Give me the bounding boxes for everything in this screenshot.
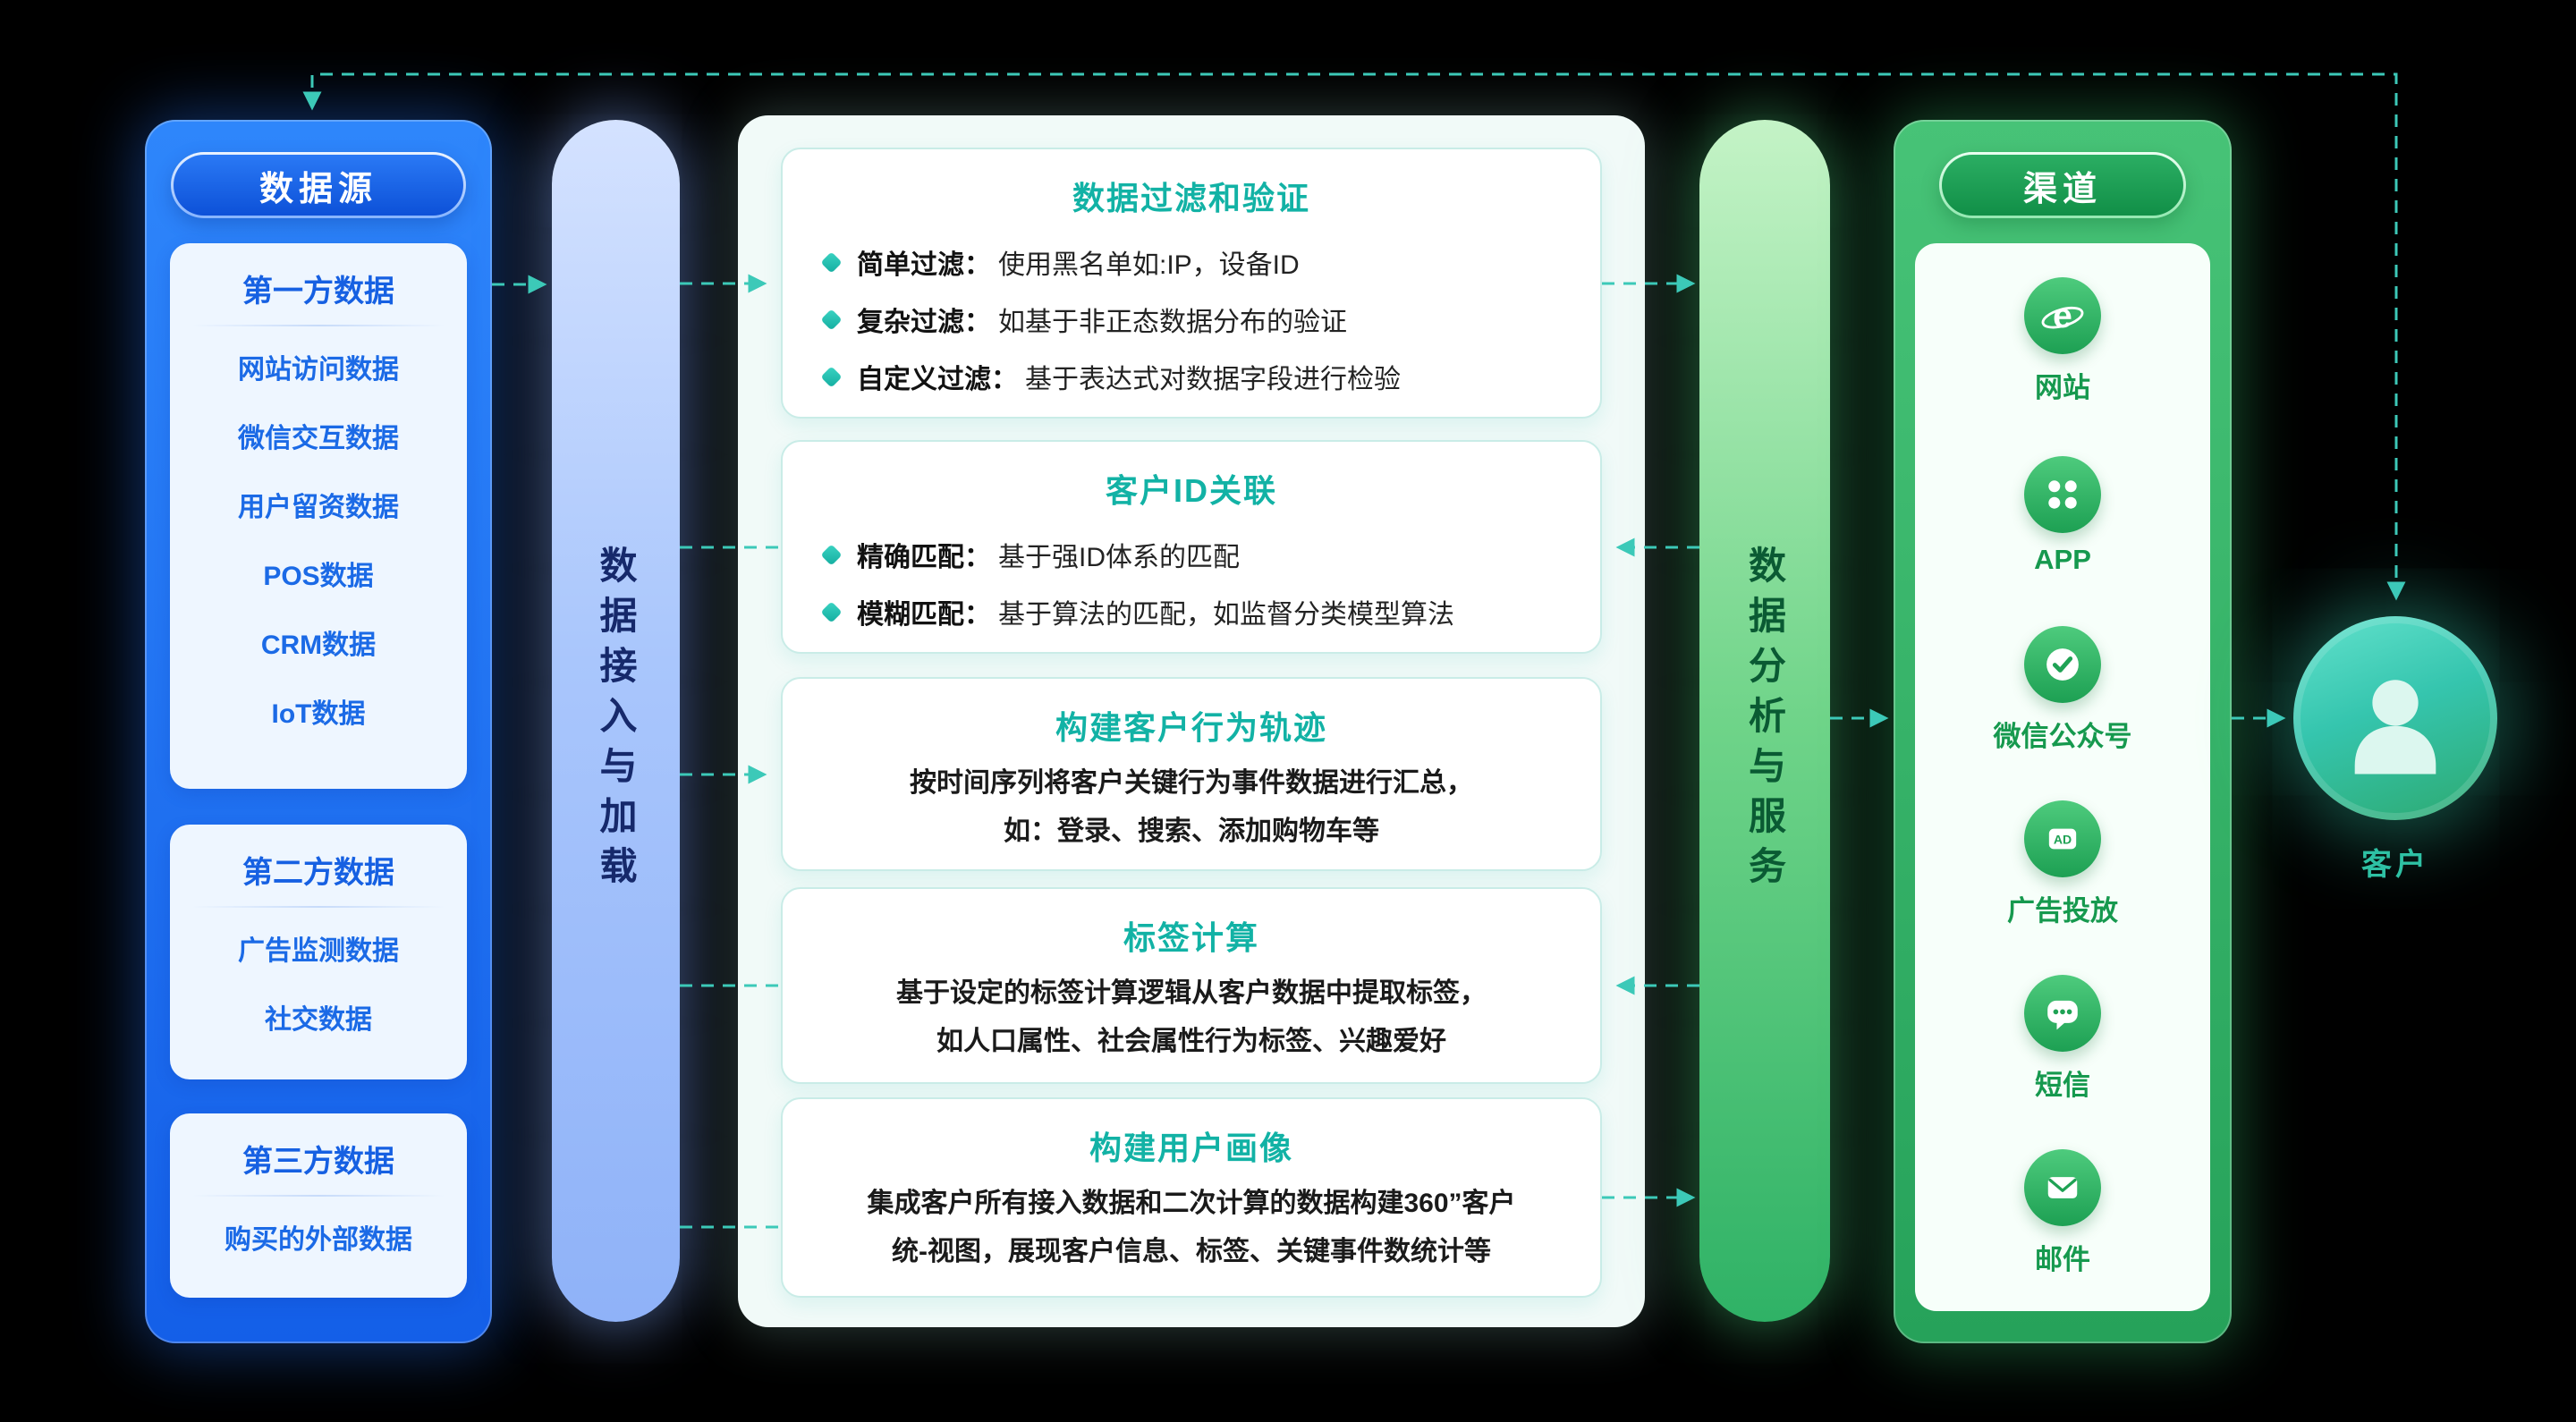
customer-label: 客户 [2361,848,2429,882]
bullet-label: 精确匹配： [857,543,991,572]
divider [191,325,445,326]
bullet-text: 使用黑名单如:IP，设备ID [998,250,1300,280]
third-party-title: 第三方数据 [242,1145,394,1179]
svg-text:AD: AD [2054,832,2072,846]
box-text-line: 如人口属性、社会属性行为标签、兴趣爱好 [936,1027,1446,1056]
data-source-item: 购买的外部数据 [225,1224,412,1255]
channels-title: 渠道 [2022,170,2102,208]
first-party-data-card: 第一方数据 网站访问数据 微信交互数据 用户留资数据 POS数据 CRM数据 I… [170,243,467,789]
first-party-title: 第一方数据 [242,275,394,309]
box-text-line: 如：登录、搜索、添加购物车等 [1004,817,1379,846]
bullet-label: 自定义过滤： [857,365,1018,394]
channel-label: APP [2034,543,2091,575]
bullet-label: 简单过滤： [857,250,991,280]
diamond-icon [820,600,843,623]
process-box-user-profile: 构建用户画像 集成客户所有接入数据和二次计算的数据构建360”客户 统-视图，展… [781,1097,1602,1298]
bullet-text: 基于表达式对数据字段进行检验 [1025,365,1401,394]
channel-label: 广告投放 [2007,895,2118,927]
channel-item-app: APP [1915,428,2210,603]
data-sources-panel: 数据源 第一方数据 网站访问数据 微信交互数据 用户留资数据 POS数据 CRM… [145,120,492,1343]
bullet-row: 简单过滤： 使用黑名单如:IP，设备ID [820,233,1600,291]
arrow-loop-to-sources [302,72,1342,111]
mail-icon [2024,1149,2101,1226]
data-source-item: IoT数据 [271,698,366,729]
bullet-text: 基于算法的匹配，如监督分类模型算法 [998,600,1454,630]
box-text-line: 统-视图，展现客户信息、标签、关键事件数统计等 [892,1237,1491,1266]
channels-header: 渠道 [1939,152,2186,218]
process-box-tag-compute: 标签计算 基于设定的标签计算逻辑从客户数据中提取标签， 如人口属性、社会属性行为… [781,887,1602,1084]
bullet-row: 复杂过滤： 如基于非正态数据分布的验证 [820,291,1600,348]
app-grid-icon [2024,455,2101,533]
channels-card: e 网站 APP [1915,243,2210,1311]
channel-item-wechat-official: 微信公众号 [1915,603,2210,777]
box-title: 构建客户行为轨迹 [1055,709,1327,746]
data-analysis-label: 数据分析与服务 [1743,546,1786,896]
data-source-item: POS数据 [263,561,374,591]
bullet-text: 如基于非正态数据分布的验证 [998,308,1347,337]
process-box-behavior-trace: 构建客户行为轨迹 按时间序列将客户关键行为事件数据进行汇总， 如：登录、搜索、添… [781,677,1602,871]
box-text-line: 集成客户所有接入数据和二次计算的数据构建360”客户 [867,1189,1516,1218]
data-source-item: 用户留资数据 [238,492,399,522]
channel-item-mail: 邮件 [1915,1126,2210,1300]
box-title: 客户ID关联 [1105,472,1277,509]
data-analysis-bar: 数据分析与服务 [1699,120,1830,1322]
browser-icon: e [2024,277,2101,354]
ad-icon: AD [2024,800,2101,877]
channel-label: 邮件 [2035,1244,2090,1275]
bullet-row: 模糊匹配： 基于算法的匹配，如监督分类模型算法 [820,583,1600,640]
bullet-label: 模糊匹配： [857,600,991,630]
channel-item-ad: AD 广告投放 [1915,777,2210,952]
processing-panel: 数据过滤和验证 简单过滤： 使用黑名单如:IP，设备ID 复杂过滤： 如基于非正… [738,115,1645,1327]
channels-panel: 渠道 e 网站 [1894,120,2232,1343]
sms-icon [2024,975,2101,1052]
data-source-item: 广告监测数据 [238,935,399,966]
data-source-item: 网站访问数据 [238,354,399,385]
channel-item-sms: 短信 [1915,952,2210,1126]
diamond-icon [820,365,843,388]
diamond-icon [820,250,843,274]
svg-text:e: e [2053,297,2072,335]
customer: 客户 [2293,616,2497,884]
process-box-id-mapping: 客户ID关联 精确匹配： 基于强ID体系的匹配 模糊匹配： 基于算法的匹配，如监… [781,440,1602,654]
bullet-label: 复杂过滤： [857,308,991,337]
bullet-text: 基于强ID体系的匹配 [998,543,1240,572]
divider [191,1195,445,1197]
data-sources-title: 数据源 [258,170,377,208]
box-title: 数据过滤和验证 [1072,180,1310,216]
box-text-line: 基于设定的标签计算逻辑从客户数据中提取标签， [896,978,1487,1008]
diamond-icon [820,543,843,566]
channel-label: 短信 [2035,1070,2090,1101]
data-source-item: 微信交互数据 [238,423,399,453]
process-box-filter-validate: 数据过滤和验证 简单过滤： 使用黑名单如:IP，设备ID 复杂过滤： 如基于非正… [781,148,1602,419]
bullet-row: 自定义过滤： 基于表达式对数据字段进行检验 [820,348,1600,405]
customer-avatar-icon [2293,616,2497,820]
data-ingest-bar: 数据接入与加载 [552,120,680,1322]
second-party-data-card: 第二方数据 广告监测数据 社交数据 [170,825,467,1079]
channel-label: 微信公众号 [1993,721,2132,752]
channel-item-website: e 网站 [1915,254,2210,428]
box-text-line: 按时间序列将客户关键行为事件数据进行汇总， [910,768,1473,798]
data-source-item: CRM数据 [260,630,377,660]
data-ingest-label: 数据接入与加载 [595,546,637,896]
wechat-official-icon [2024,626,2101,703]
diamond-icon [820,308,843,331]
data-source-item: 社交数据 [265,1004,372,1035]
channel-label: 网站 [2035,372,2090,403]
bullet-row: 精确匹配： 基于强ID体系的匹配 [820,526,1600,583]
box-title: 构建用户画像 [1089,1130,1293,1166]
divider [191,906,445,908]
third-party-data-card: 第三方数据 购买的外部数据 [170,1113,467,1298]
second-party-title: 第二方数据 [242,856,394,890]
data-sources-header: 数据源 [171,152,466,218]
box-title: 标签计算 [1123,919,1259,956]
